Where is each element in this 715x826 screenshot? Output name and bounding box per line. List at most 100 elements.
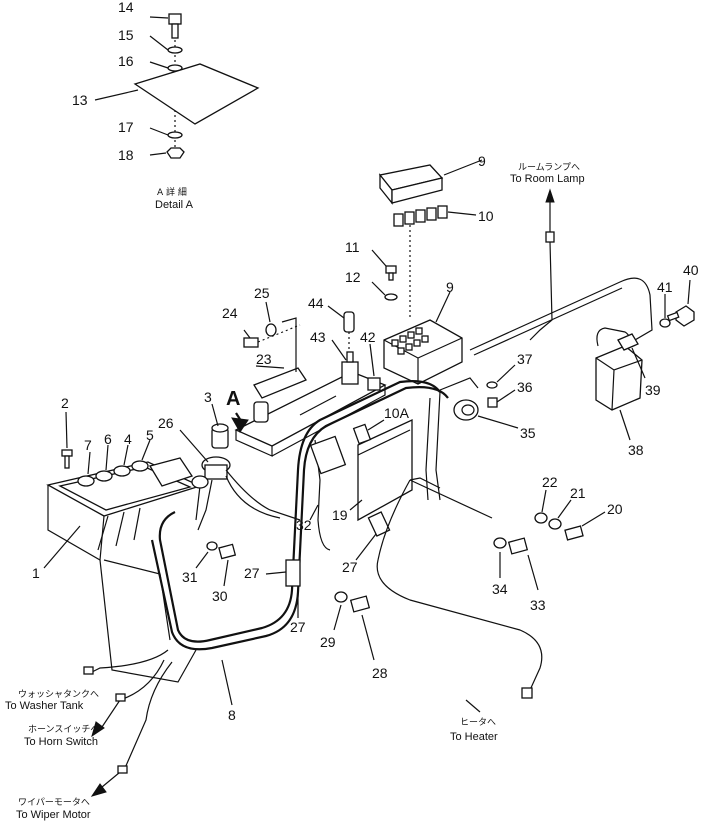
callout-39: 39 [645, 382, 661, 398]
bolt-40: 40 [666, 262, 699, 327]
callout-10a: 10A [384, 405, 410, 421]
callout-6: 6 [104, 431, 112, 447]
callout-1: 1 [32, 565, 40, 581]
switch-43: 43 [310, 329, 359, 385]
screw-24: 24 [222, 305, 259, 348]
washer-41: 41 [657, 279, 673, 328]
callout-38: 38 [628, 442, 644, 458]
washer-tank-label-jp: ウォッシャタンクへ [18, 689, 99, 700]
heater-label-jp: ヒータへ [460, 717, 496, 728]
heater-lead: ヒータへ To Heater [376, 477, 543, 743]
callout-40: 40 [683, 262, 699, 278]
screw-36: 36 [487, 379, 533, 408]
washer-15 [167, 46, 183, 54]
horn-switch-label: To Horn Switch [24, 736, 98, 748]
plate-23: 23 [253, 351, 307, 399]
detail-a-assembly: 14 15 16 13 17 18 A 詳 細 Detail A [72, 0, 260, 211]
washer-22: 22 [534, 474, 558, 524]
callout-27-b: 27 [290, 619, 306, 635]
callout-12: 12 [345, 269, 361, 285]
callout-8: 8 [228, 707, 236, 723]
clamp-27-b: 27 [290, 594, 306, 635]
callout-23: 23 [256, 351, 272, 367]
callout-25: 25 [254, 285, 270, 301]
main-harness-8: 8 [150, 380, 449, 723]
bolt-20: 20 [564, 501, 623, 541]
screw-11: 11 [345, 239, 397, 281]
callout-22: 22 [542, 474, 558, 490]
washer-31: 31 [182, 541, 218, 585]
nut-18 [166, 147, 185, 159]
fuse-cover-9: 9 [378, 153, 486, 205]
detail-a-marker-letter: A [226, 388, 240, 410]
gauges: 7 6 4 5 [77, 427, 194, 487]
callout-18: 18 [118, 147, 134, 163]
switch-26: 26 [158, 415, 301, 521]
washer-29: 29 [320, 591, 348, 650]
callout-9-top: 9 [478, 153, 486, 169]
key-switch-3: 3 [204, 389, 229, 449]
callout-14: 14 [118, 0, 134, 15]
component-42: 42 [360, 329, 381, 391]
room-lamp-lead: ルームランプへ To Room Lamp [510, 162, 585, 341]
harness-32 [314, 439, 331, 551]
callout-4: 4 [124, 431, 132, 447]
horn-switch-label-jp: ホーンスイッチへ [28, 724, 99, 735]
heater-label: To Heater [450, 731, 498, 743]
plate-13 [133, 63, 260, 125]
bolt-28: 28 [349, 595, 388, 681]
clamp-27-c: 27 [342, 511, 391, 575]
bracket-39: 39 [617, 333, 661, 398]
callout-27-c: 27 [342, 559, 358, 575]
callout-3: 3 [204, 389, 212, 405]
washer-25: 25 [254, 285, 277, 337]
washer-tank-label: To Washer Tank [5, 700, 84, 712]
callout-15: 15 [118, 27, 134, 43]
callout-41: 41 [657, 279, 673, 295]
callout-30: 30 [212, 588, 228, 604]
grommet-35: 35 [453, 399, 536, 441]
bolt-33: 33 [507, 537, 546, 613]
callout-24: 24 [222, 305, 238, 321]
callout-27-a: 27 [244, 565, 260, 581]
detail-a-label-jp: A 詳 細 [157, 186, 187, 198]
callout-34: 34 [492, 581, 508, 597]
washer-17 [167, 131, 183, 139]
washer-tank-lead: ウォッシャタンクへ To Washer Tank [5, 649, 169, 712]
callout-7: 7 [84, 437, 92, 453]
callout-21: 21 [570, 485, 586, 501]
callout-10: 10 [478, 208, 494, 224]
callout-29: 29 [320, 634, 336, 650]
wiper-motor-lead: ワイパーモータへ To Wiper Motor [16, 661, 173, 821]
gauge-5 [131, 460, 149, 472]
callout-17: 17 [118, 119, 134, 135]
connector-10a: 10A [352, 405, 410, 445]
callout-19: 19 [332, 507, 348, 523]
room-lamp-label: To Room Lamp [510, 173, 585, 185]
bolt-14 [168, 13, 182, 25]
panel-19: 19 [332, 418, 413, 523]
callout-26: 26 [158, 415, 174, 431]
callout-33: 33 [530, 597, 546, 613]
callout-16: 16 [118, 53, 134, 69]
gauge-4 [113, 465, 131, 477]
callout-5: 5 [146, 427, 154, 443]
gauge-7 [77, 475, 95, 487]
fuse-box-9: 9 [383, 279, 463, 385]
instrument-panel-1: 1 [32, 461, 202, 683]
callout-28: 28 [372, 665, 388, 681]
callout-36: 36 [517, 379, 533, 395]
washer-37: 37 [486, 351, 533, 389]
callout-2: 2 [61, 395, 69, 411]
gauge-6 [95, 470, 113, 482]
screw-2: 2 [61, 395, 73, 469]
relay-38: 38 [595, 327, 644, 458]
callout-43: 43 [310, 329, 326, 345]
clamp-27-a: 27 [244, 559, 301, 587]
wiper-motor-label-jp: ワイパーモータへ [18, 797, 90, 808]
fuses-10: 10 [393, 205, 494, 227]
bolt-30: 30 [212, 543, 237, 604]
callout-31: 31 [182, 569, 198, 585]
